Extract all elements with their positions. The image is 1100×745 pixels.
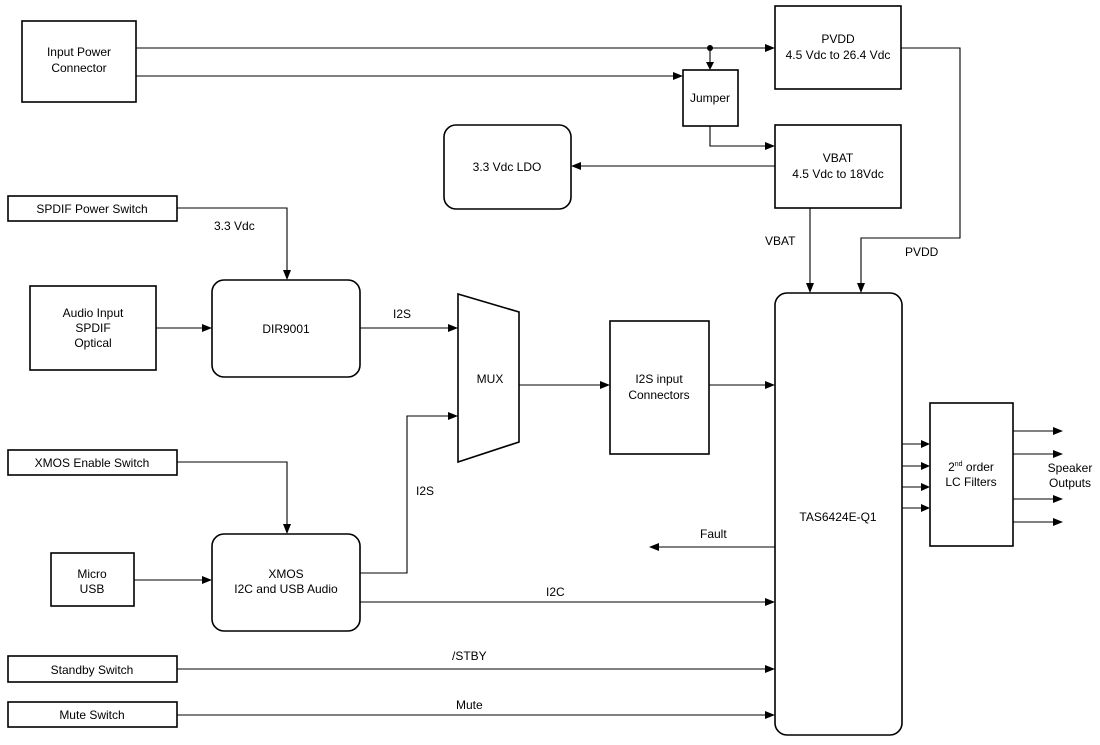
- arrowhead-mux-bottom: [448, 412, 458, 420]
- pvdd-range: 4.5 Vdc to 26.4 Vdc: [786, 48, 891, 62]
- signal-label-mute: Mute: [456, 698, 483, 712]
- mute-switch-label: Mute Switch: [59, 708, 124, 722]
- input-power-label-1: Input Power: [47, 45, 111, 59]
- vbat-title: VBAT: [823, 151, 854, 165]
- lc-filters-order-number: 2: [948, 460, 955, 474]
- arrowhead-fault: [649, 543, 659, 551]
- arrowhead-amp-mute: [765, 711, 775, 719]
- speaker-outputs-label: Speaker Outputs: [1048, 461, 1093, 490]
- arrowhead-dir-left: [202, 324, 212, 332]
- mux-block: MUX: [457, 292, 520, 464]
- i2s-input-label-2: Connectors: [628, 388, 689, 402]
- jumper-block: Jumper: [682, 69, 739, 127]
- xmos-title: XMOS: [268, 567, 303, 581]
- i2s-input-connectors-block: I2S input Connectors: [609, 320, 710, 455]
- input-power-connector: Input Power Connector: [21, 20, 137, 103]
- arrowhead-amp-i2s: [765, 381, 775, 389]
- arrowhead-amp-stby: [765, 665, 775, 673]
- wire-spdif-switch-to-dir: [177, 207, 288, 270]
- lc-filters-block: 2nd order LC Filters: [929, 402, 1014, 547]
- standby-switch: Standby Switch: [7, 655, 178, 683]
- amplifier-block: TAS6424E-Q1: [774, 292, 903, 736]
- lc-filters-superscript: nd: [955, 461, 963, 468]
- wire-xmos-to-mux: [360, 415, 448, 574]
- i2s-input-label-1: I2S input: [635, 372, 683, 386]
- arrowhead-i2s-input: [600, 381, 610, 389]
- spdif-power-switch-label: SPDIF Power Switch: [36, 202, 147, 216]
- arrowhead-filter-3: [921, 483, 930, 491]
- pvdd-block: PVDD 4.5 Vdc to 26.4 Vdc: [774, 5, 902, 90]
- speaker-outputs-label-2: Outputs: [1049, 476, 1091, 490]
- arrowhead-xmos-left: [202, 576, 212, 584]
- vbat-range: 4.5 Vdc to 18Vdc: [792, 167, 883, 181]
- wire-jumper-to-vbat: [709, 126, 765, 147]
- signal-label-i2c: I2C: [546, 585, 565, 599]
- arrowhead-amp-vbat: [806, 283, 814, 293]
- arrowhead-filter-2: [921, 462, 930, 470]
- lc-filters-label-1: 2nd order: [948, 460, 994, 474]
- arrowhead-jumper-left: [673, 72, 683, 80]
- wires: [134, 45, 1053, 716]
- arrowhead-xmos-top: [283, 524, 291, 534]
- audio-input-label-3: Optical: [74, 336, 111, 350]
- arrowhead-dir-top: [283, 270, 291, 280]
- signal-label-pvdd: PVDD: [905, 245, 939, 259]
- micro-usb-label-1: Micro: [77, 567, 107, 581]
- signal-label-vbat: VBAT: [765, 234, 796, 248]
- arrowhead-out-2: [1053, 450, 1063, 458]
- signal-labels: 3.3 Vdc I2S I2S VBAT PVDD Fault I2C /STB…: [214, 219, 939, 712]
- audio-input-block: Audio Input SPDIF Optical: [29, 285, 157, 371]
- mux-label: MUX: [477, 372, 504, 386]
- micro-usb-block: Micro USB: [50, 552, 135, 607]
- arrowhead-ldo: [571, 162, 581, 170]
- wire-xmos-switch-to-xmos: [177, 461, 288, 524]
- arrowhead-out-3: [1053, 495, 1063, 503]
- xmos-enable-switch: XMOS Enable Switch: [7, 449, 178, 476]
- audio-input-label-2: SPDIF: [75, 321, 110, 335]
- signal-label-3v3: 3.3 Vdc: [214, 219, 255, 233]
- ldo-block: 3.3 Vdc LDO: [443, 124, 572, 210]
- lc-filters-label-2: LC Filters: [945, 475, 996, 489]
- dir9001-block: DIR9001: [211, 279, 361, 378]
- xmos-enable-switch-label: XMOS Enable Switch: [35, 456, 150, 470]
- arrowhead-amp-i2c: [765, 598, 775, 606]
- pvdd-title: PVDD: [821, 32, 855, 46]
- arrowhead-out-4: [1053, 518, 1063, 526]
- xmos-block: XMOS I2C and USB Audio: [211, 533, 361, 632]
- mute-switch: Mute Switch: [7, 701, 178, 728]
- micro-usb-label-2: USB: [80, 582, 105, 596]
- arrowhead-filter-4: [921, 504, 930, 512]
- wire-pvdd-to-amp: [860, 47, 961, 283]
- input-power-label-2: Connector: [51, 61, 106, 75]
- standby-switch-label: Standby Switch: [51, 663, 134, 677]
- dir9001-label: DIR9001: [262, 322, 310, 336]
- audio-input-label-1: Audio Input: [63, 306, 124, 320]
- arrowheads: [202, 44, 1063, 719]
- signal-label-fault: Fault: [700, 527, 727, 541]
- amplifier-label: TAS6424E-Q1: [799, 510, 876, 524]
- xmos-subtitle: I2C and USB Audio: [234, 582, 338, 596]
- signal-label-stby: /STBY: [452, 649, 487, 663]
- vbat-block: VBAT 4.5 Vdc to 18Vdc: [774, 124, 902, 209]
- lc-filters-order-word: order: [963, 460, 994, 474]
- ldo-label: 3.3 Vdc LDO: [473, 160, 542, 174]
- arrowhead-jumper-top: [706, 62, 714, 70]
- arrowhead-filter-1: [921, 440, 930, 448]
- jumper-label: Jumper: [690, 91, 730, 105]
- signal-label-i2s-xmos: I2S: [416, 484, 434, 498]
- arrowhead-pvdd: [765, 44, 775, 52]
- signal-label-i2s-dir: I2S: [393, 307, 411, 321]
- arrowhead-out-1: [1053, 427, 1063, 435]
- spdif-power-switch: SPDIF Power Switch: [7, 195, 178, 222]
- arrowhead-mux-top: [448, 324, 458, 332]
- speaker-outputs-label-1: Speaker: [1048, 461, 1093, 475]
- arrowhead-vbat: [765, 142, 775, 150]
- arrowhead-amp-pvdd: [857, 283, 865, 293]
